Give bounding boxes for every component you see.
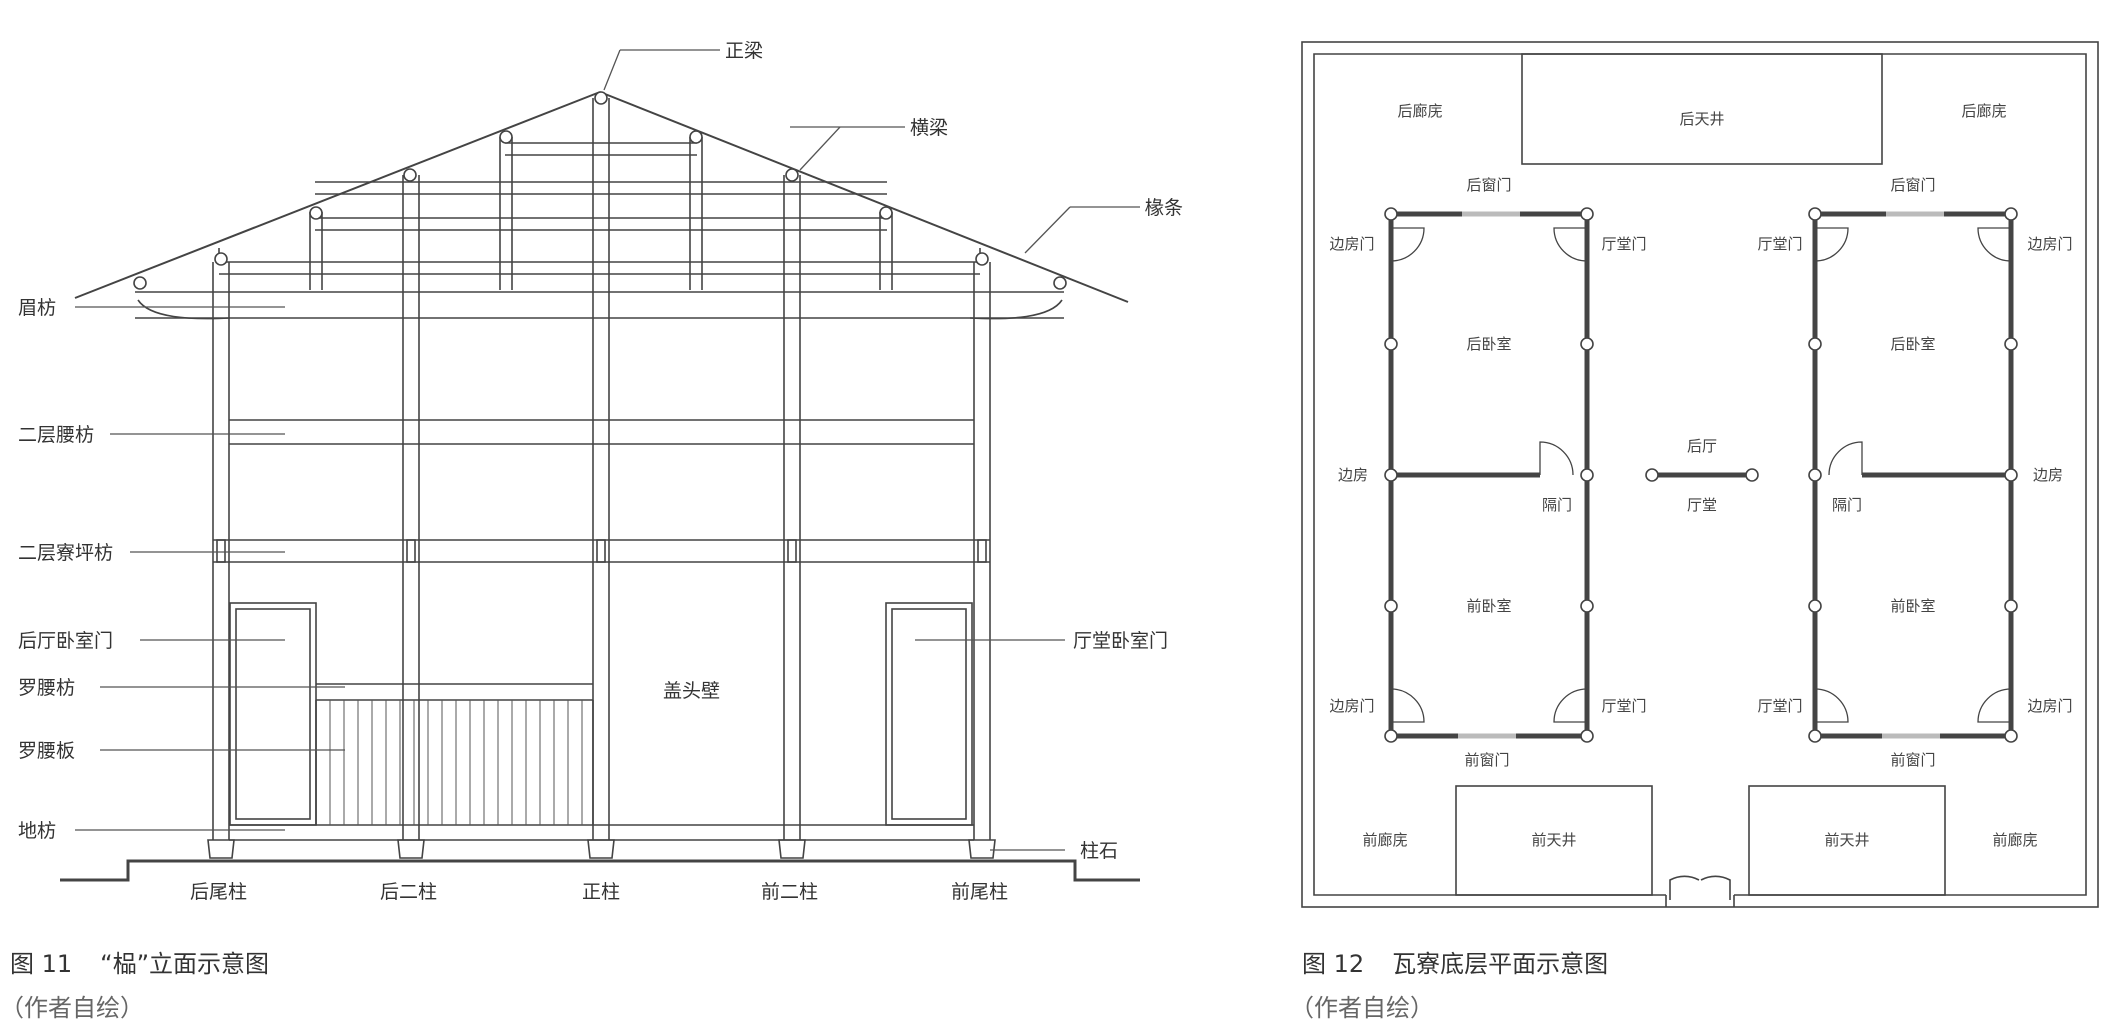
label-chuantiao: 椽条: [1145, 197, 1183, 219]
floor-beam-2f: [213, 539, 990, 563]
plan-label-gemen-left: 隔门: [1542, 496, 1572, 514]
eave-left: [137, 299, 231, 320]
plan-label-gemen-right: 隔门: [1832, 496, 1862, 514]
column-label-houwei: 后尾柱: [190, 881, 247, 903]
waist-beam-2f: [229, 419, 974, 445]
luoyao-panel-slats: [329, 700, 583, 825]
short-posts: [218, 137, 981, 290]
figure-11-caption: 图 11 “榀”立面示意图: [10, 944, 269, 979]
ground-line: [60, 859, 1140, 882]
roof-beams: [219, 142, 980, 275]
plan-label-qian-langpang-right: 前廊庑: [1992, 831, 2037, 849]
ground-beam: [229, 824, 974, 841]
column-label-qianwei: 前尾柱: [951, 881, 1008, 903]
plan-label-houting: 后厅: [1687, 437, 1717, 455]
back-courtyard: [1521, 53, 1883, 165]
figure-11-elevation-diagram: 正梁 横梁 椽条 眉枋 二层腰枋 二层寮坪枋 后厅卧室门 罗腰枋 罗腰板 地枋 …: [18, 40, 1183, 903]
column-label-zheng: 正柱: [582, 881, 620, 903]
label-houting-woshimen: 后厅卧室门: [18, 630, 113, 652]
plan-label-qian-chuangmen-left: 前窗门: [1464, 751, 1509, 769]
door-swings: [1390, 227, 2012, 723]
label-hengliang: 横梁: [910, 117, 948, 139]
label-tingtang-woshimen: 厅堂卧室门: [1073, 630, 1168, 652]
plan-label-bianfangmen-tl: 边房门: [1329, 235, 1374, 253]
column-zheng: [592, 98, 610, 840]
plan-label-qian-langpang-left: 前廊庑: [1362, 831, 1407, 849]
right-room-block: [1812, 211, 2014, 739]
plan-label-tingtangmen-tl: 厅堂门: [1601, 235, 1646, 253]
plan-label-qian-woshi-right: 前卧室: [1890, 597, 1935, 615]
luoyao-beam: [316, 683, 593, 701]
column-label-houer: 后二柱: [380, 881, 437, 903]
plan-label-hou-chuangmen-right: 后窗门: [1890, 176, 1935, 194]
figure-11-caption-title: “榀”立面示意图: [100, 950, 270, 978]
figure-12-caption: 图 12 瓦寮底层平面示意图: [1302, 944, 1608, 979]
plan-label-qian-chuangmen-right: 前窗门: [1890, 751, 1935, 769]
figure-12-credit: （作者自绘）: [1290, 994, 1434, 1022]
figure-11-caption-number: 图 11: [10, 950, 73, 978]
label-meifang: 眉枋: [18, 297, 56, 319]
door-back-bedroom: [229, 602, 317, 826]
figure-12-caption-number: 图 12: [1302, 950, 1365, 978]
label-difang: 地枋: [18, 820, 56, 842]
plan-column-dots: [1384, 207, 2018, 743]
plan-label-tingtangmen-br: 厅堂门: [1757, 697, 1802, 715]
column-bases: [207, 839, 996, 859]
entrance-door: [1669, 875, 1731, 900]
meifang-beam: [135, 291, 1064, 319]
column-houwei: [212, 262, 230, 840]
outer-wall-inner-left: [1313, 53, 2087, 896]
leader-lines: [75, 49, 1140, 851]
label-erceng-yaofang: 二层腰枋: [18, 424, 94, 446]
plan-label-bianfangmen-br: 边房门: [2027, 697, 2072, 715]
plan-label-bianfang-left: 边房: [1338, 466, 1368, 484]
front-courtyard-right: [1748, 785, 1946, 896]
plan-label-qian-woshi-left: 前卧室: [1466, 597, 1511, 615]
plan-label-tingtang: 厅堂: [1687, 496, 1717, 514]
plan-label-hou-woshi-right: 后卧室: [1890, 335, 1935, 353]
label-erceng-liaopingfang: 二层寮坪枋: [18, 542, 113, 564]
label-gaitoubi: 盖头壁: [663, 680, 720, 702]
column-qianer: [783, 175, 801, 840]
plan-label-bianfangmen-tr: 边房门: [2027, 235, 2072, 253]
column-houer: [402, 175, 420, 840]
label-zhushi: 柱石: [1080, 840, 1118, 862]
plan-label-bianfang-right: 边房: [2033, 466, 2063, 484]
luoyao-panel-outline: [315, 700, 594, 825]
roof-slope-front: [599, 91, 1129, 303]
label-luoyaofang: 罗腰枋: [18, 677, 75, 699]
column-label-qianer: 前二柱: [761, 881, 818, 903]
plan-label-hou-langpang-left: 后廊庑: [1397, 102, 1442, 120]
purlin-circles: [133, 91, 1067, 290]
plan-label-bianfangmen-bl: 边房门: [1329, 697, 1374, 715]
plan-label-qian-tianjing-left: 前天井: [1531, 831, 1576, 849]
plan-label-hou-langpang-right: 后廊庑: [1961, 102, 2006, 120]
figure-11-credit: （作者自绘）: [0, 994, 144, 1022]
plan-label-hou-woshi-left: 后卧室: [1466, 335, 1511, 353]
plan-label-qian-tianjing-right: 前天井: [1824, 831, 1869, 849]
front-courtyard-left: [1455, 785, 1653, 896]
roof-slope-back: [74, 91, 601, 299]
plan-label-tingtangmen-bl: 厅堂门: [1601, 697, 1646, 715]
plan-label-hou-tianjing: 后天井: [1679, 110, 1724, 128]
plan-label-tingtangmen-tr: 厅堂门: [1757, 235, 1802, 253]
left-room-block: [1388, 211, 1590, 739]
plan-label-hou-chuangmen-left: 后窗门: [1466, 176, 1511, 194]
column-qianwei: [973, 262, 991, 840]
door-hall-bedroom: [885, 602, 973, 826]
figure-12-caption-title: 瓦寮底层平面示意图: [1392, 950, 1609, 978]
label-zhengliang: 正梁: [725, 40, 763, 62]
outer-wall-outer: [1301, 41, 2099, 908]
eave-right: [969, 299, 1063, 320]
label-luoyaoban: 罗腰板: [18, 740, 75, 762]
